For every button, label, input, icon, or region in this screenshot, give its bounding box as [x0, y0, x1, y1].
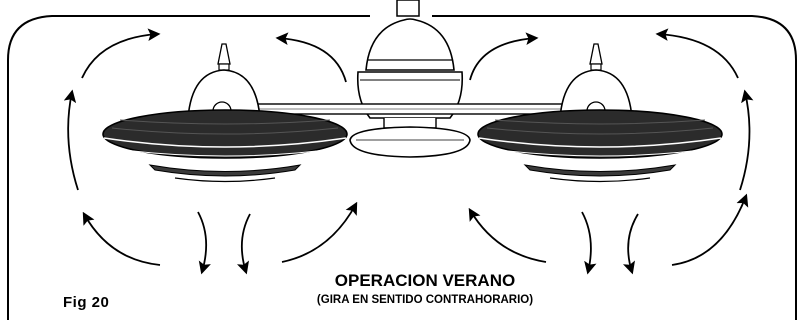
left-fan-head: PULL: [102, 43, 348, 183]
arrow-bottom-left-up: [82, 211, 161, 266]
arrow-top-center-left: [275, 32, 347, 83]
arrow-bottom-right-up: [671, 193, 749, 266]
right-fan-head: J.S.P: [477, 43, 723, 183]
arrow-under-left-fan-down-1: [197, 211, 211, 275]
arrow-top-left-curve: [81, 28, 161, 79]
center-motor-housing: [349, 0, 471, 158]
arrow-under-center-right-up: [468, 207, 547, 263]
arrow-left-side-up: [63, 89, 79, 191]
arrow-top-right-curve: [655, 28, 739, 79]
diagram-title: OPERACION VERANO: [334, 271, 516, 290]
arrow-under-left-fan-down-2: [236, 213, 251, 275]
arrow-top-center-right: [469, 32, 539, 81]
arrow-under-right-fan-down-2: [622, 213, 639, 275]
frame-border: [7, 15, 797, 320]
arrow-under-right-fan-down-1: [581, 211, 597, 275]
figure-number: Fig 20: [63, 294, 110, 311]
airflow-arrows: [63, 28, 754, 275]
diagram-subtitle: (GIRA EN SENTIDO CONTRAHORARIO): [316, 294, 534, 306]
arrow-under-center-left-up: [281, 201, 358, 263]
arrow-right-side-up: [739, 89, 754, 191]
